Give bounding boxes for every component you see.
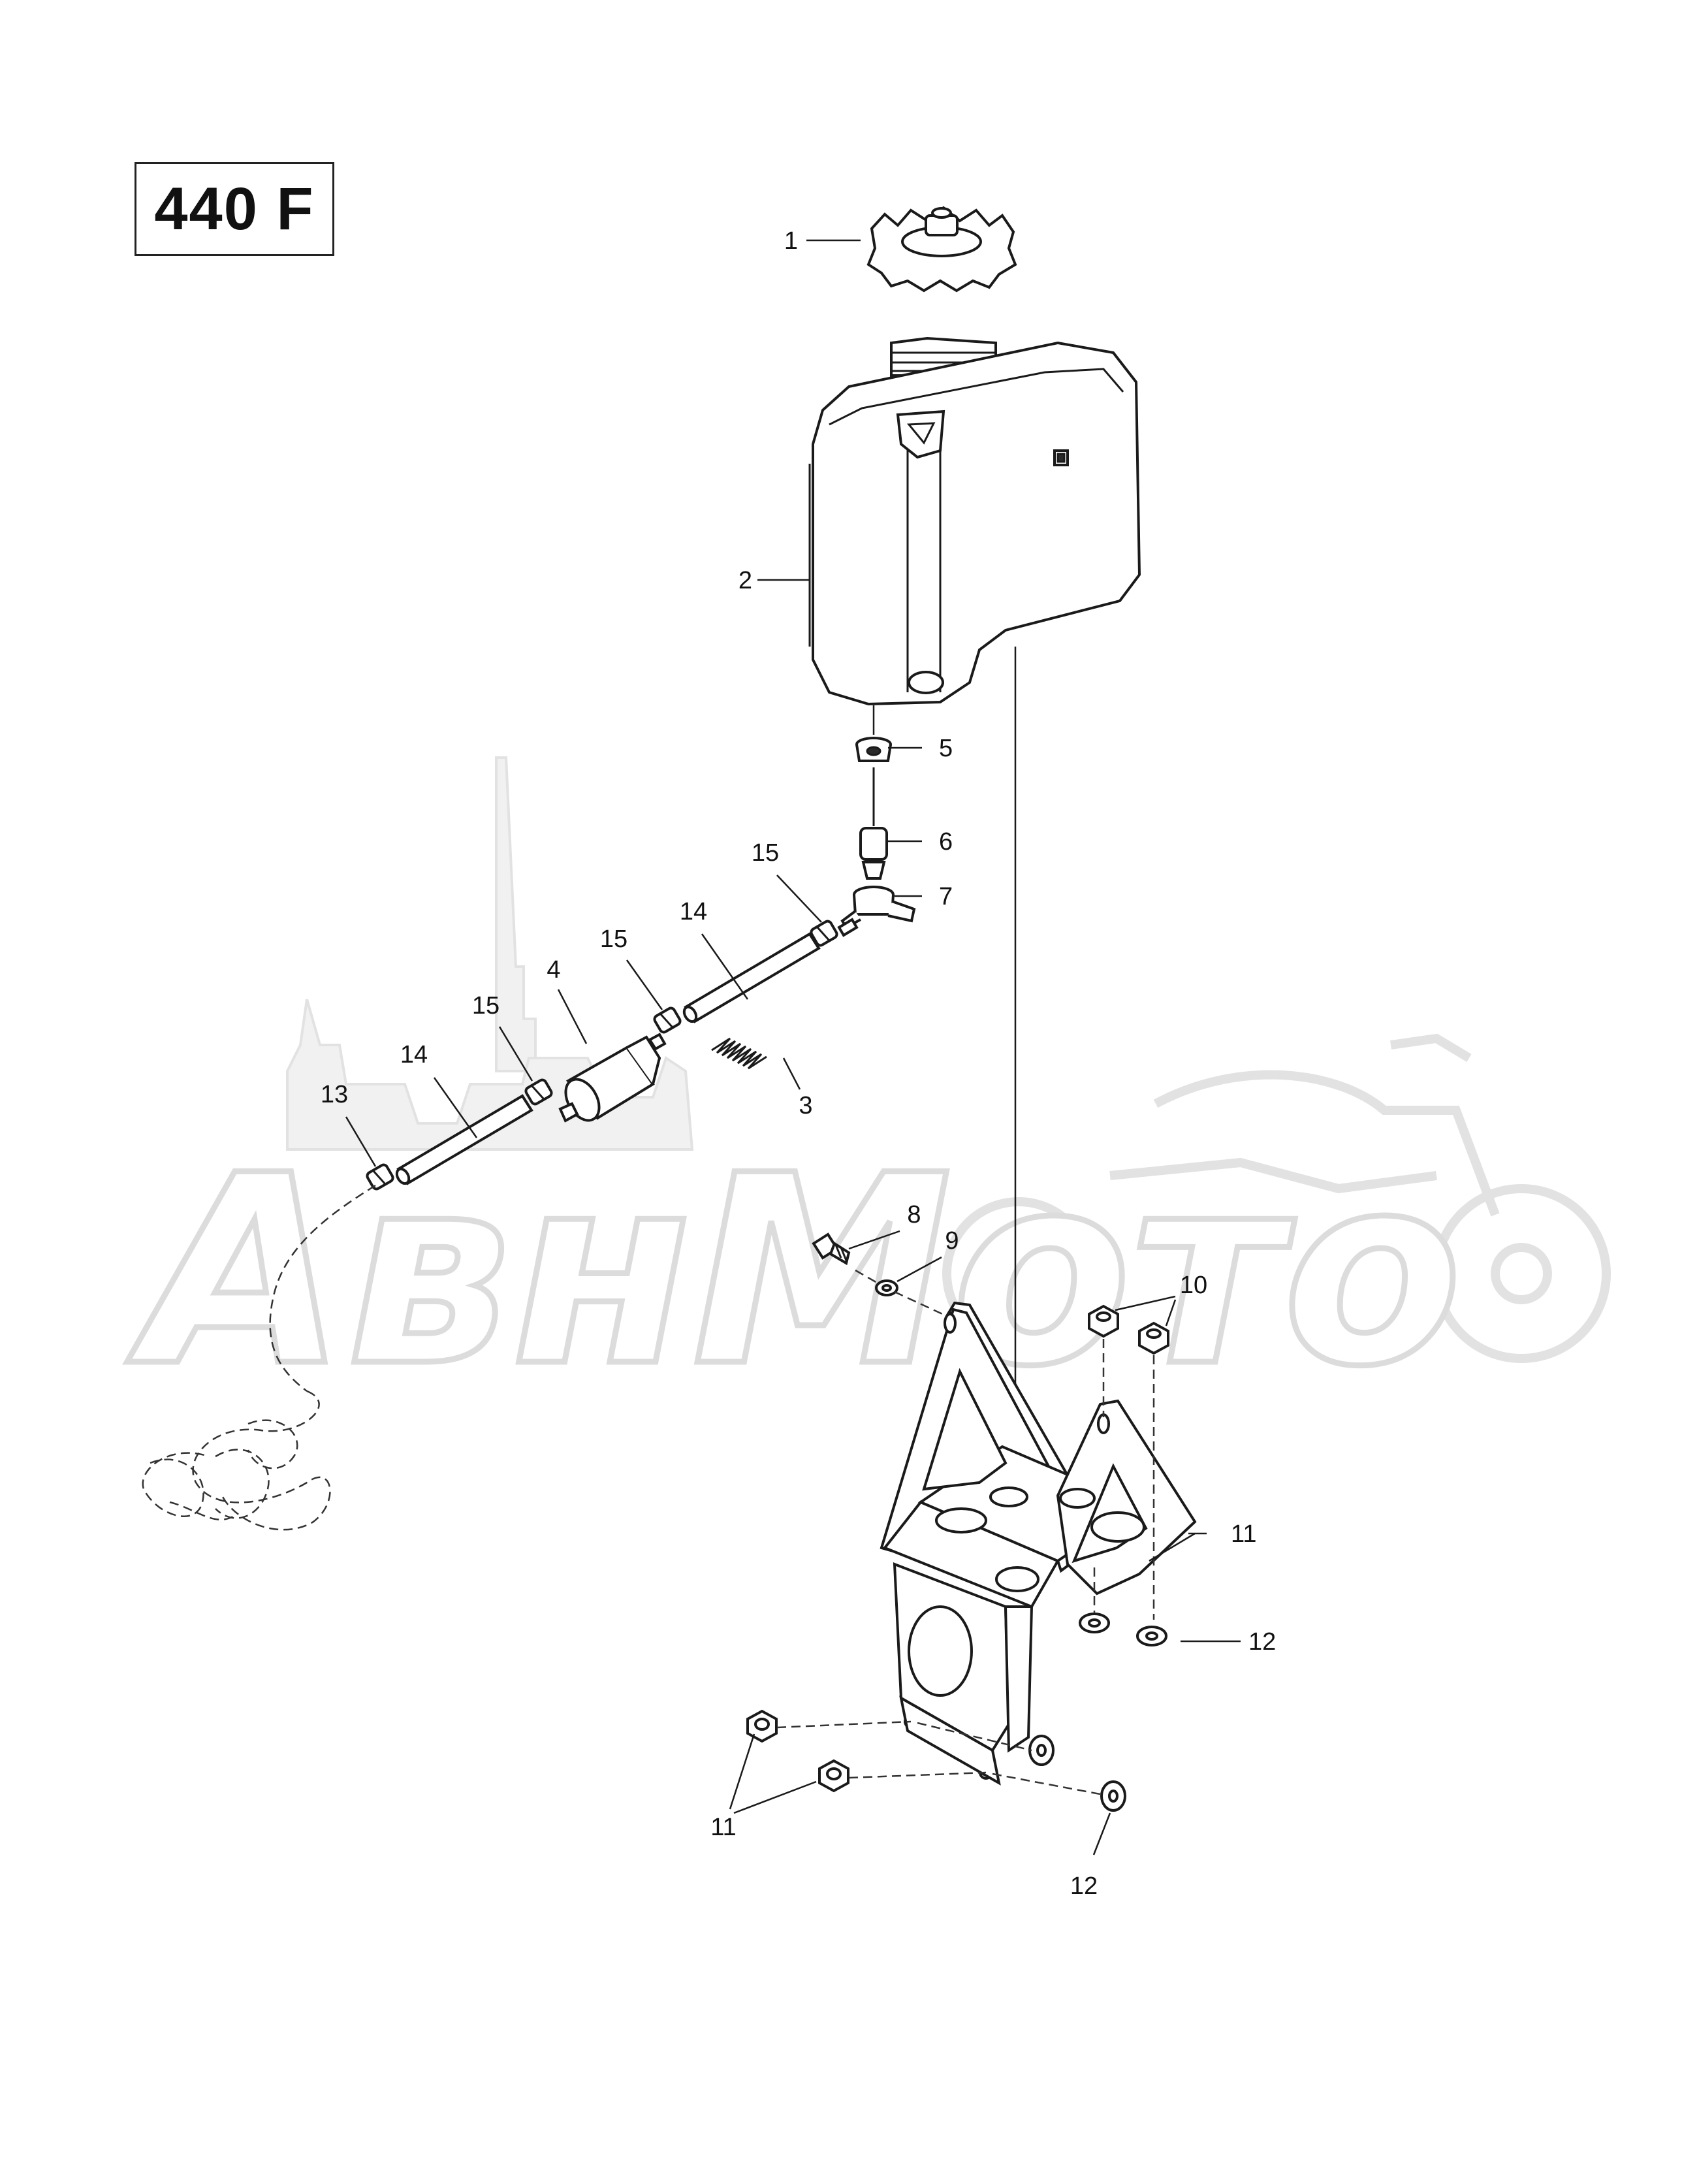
part-fuel-filter: [558, 1033, 667, 1123]
part-elbow: [840, 886, 916, 929]
callout-9: 9: [945, 1227, 959, 1255]
callouts: 1 2 5 6 7 15 14 15 4 3 15 14 13 8 9 10 1…: [321, 227, 1276, 1900]
callout-4: 4: [547, 956, 560, 984]
callout-10: 11: [1231, 1520, 1256, 1548]
part-grommet: [855, 705, 892, 762]
watermark-motorcycle: [942, 1033, 1611, 1363]
callout-2: 2: [738, 567, 752, 594]
callout-5: 5: [939, 735, 953, 762]
callout-11-b: 11: [710, 1814, 736, 1841]
callout-3: 3: [799, 1092, 812, 1119]
part-washer-12-b: [1136, 1626, 1167, 1646]
part-washer-12-c: [1028, 1735, 1055, 1766]
callout-15-c: 15: [472, 992, 500, 1020]
part-bracket: [880, 1301, 1197, 1786]
part-nut-11-d: [818, 1759, 849, 1793]
callout-8: 8: [907, 1201, 921, 1228]
part-hose-lower: [395, 1094, 533, 1185]
part-clamp-3: [524, 1078, 553, 1106]
watermark-text: АвнМото: [123, 1120, 1462, 1424]
part-clamp-1: [810, 920, 838, 947]
part-bolt: [812, 1232, 851, 1266]
part-rope: [142, 1184, 376, 1531]
callout-15-b: 15: [600, 925, 627, 953]
callout-7: 7: [939, 883, 953, 910]
part-nut-11-a: [1088, 1304, 1119, 1338]
part-nut-11-c: [746, 1709, 778, 1743]
part-washer-9: [875, 1279, 898, 1296]
model-label: 440 F: [135, 162, 334, 256]
callout-14-b: 14: [400, 1041, 428, 1068]
part-clamp-2: [653, 1006, 682, 1034]
leader-lines: [345, 239, 1241, 1855]
part-spring: [711, 1037, 767, 1070]
part-washer-12-d: [1100, 1780, 1126, 1812]
callout-13: 13: [321, 1081, 348, 1108]
part-tank: [808, 336, 1141, 706]
part-clamp-13: [366, 1163, 394, 1191]
callout-12-b: 12: [1070, 1872, 1098, 1900]
part-hose-upper: [682, 932, 821, 1023]
callout-6: 6: [939, 828, 953, 856]
part-hose-fitting: [837, 918, 859, 937]
callout-11-a: 10: [1180, 1272, 1207, 1299]
callout-15-a: 15: [752, 839, 779, 867]
callout-12-a: 12: [1248, 1628, 1276, 1656]
watermark: АвнМото: [121, 756, 1611, 1427]
assembly-lines: [776, 1269, 1155, 1796]
part-washer-12-a: [1079, 1613, 1110, 1633]
callout-1: 1: [784, 227, 798, 255]
part-nut-11-b: [1138, 1321, 1169, 1355]
callout-14-a: 14: [680, 898, 707, 925]
part-pickup: [859, 767, 888, 880]
part-cap: [866, 206, 1017, 293]
